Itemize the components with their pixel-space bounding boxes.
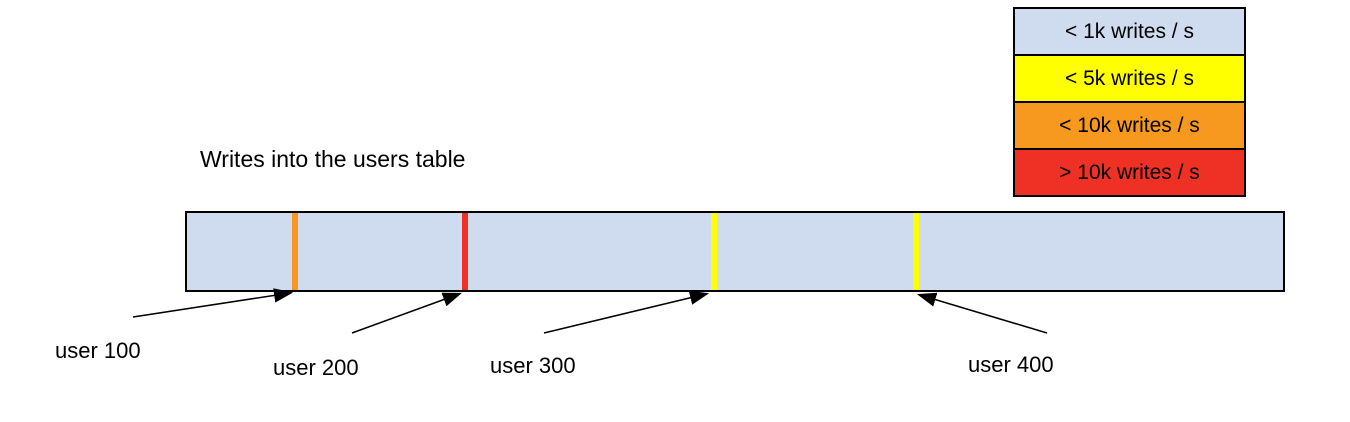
users-table-bar [185,211,1285,292]
arrow-user-400 [916,292,1048,334]
label-user-100: user 100 [55,338,141,363]
legend: < 1k writes / s < 5k writes / s < 10k wr… [1013,7,1246,197]
arrow-user-200 [351,292,463,334]
legend-item-lt-5k: < 5k writes / s [1015,56,1244,103]
legend-item-label: < 10k writes / s [1059,113,1200,137]
legend-item-lt-10k: < 10k writes / s [1015,103,1244,150]
hotspot-marker-user-100 [292,213,298,290]
hotspot-marker-user-200 [462,213,468,290]
legend-item-gt-10k: > 10k writes / s [1015,150,1244,195]
legend-item-label: > 10k writes / s [1059,160,1200,184]
legend-item-label: < 5k writes / s [1065,66,1194,90]
hotspot-marker-user-400 [913,213,919,290]
arrow-user-300 [543,290,710,334]
label-user-200: user 200 [273,355,359,380]
diagram-title: Writes into the users table [200,146,466,172]
label-user-300: user 300 [490,353,576,378]
hotspot-marker-user-300 [711,213,717,290]
label-user-400: user 400 [968,352,1054,377]
legend-item-label: < 1k writes / s [1065,19,1194,43]
legend-item-lt-1k: < 1k writes / s [1015,9,1244,56]
arrow-user-100 [132,288,294,318]
